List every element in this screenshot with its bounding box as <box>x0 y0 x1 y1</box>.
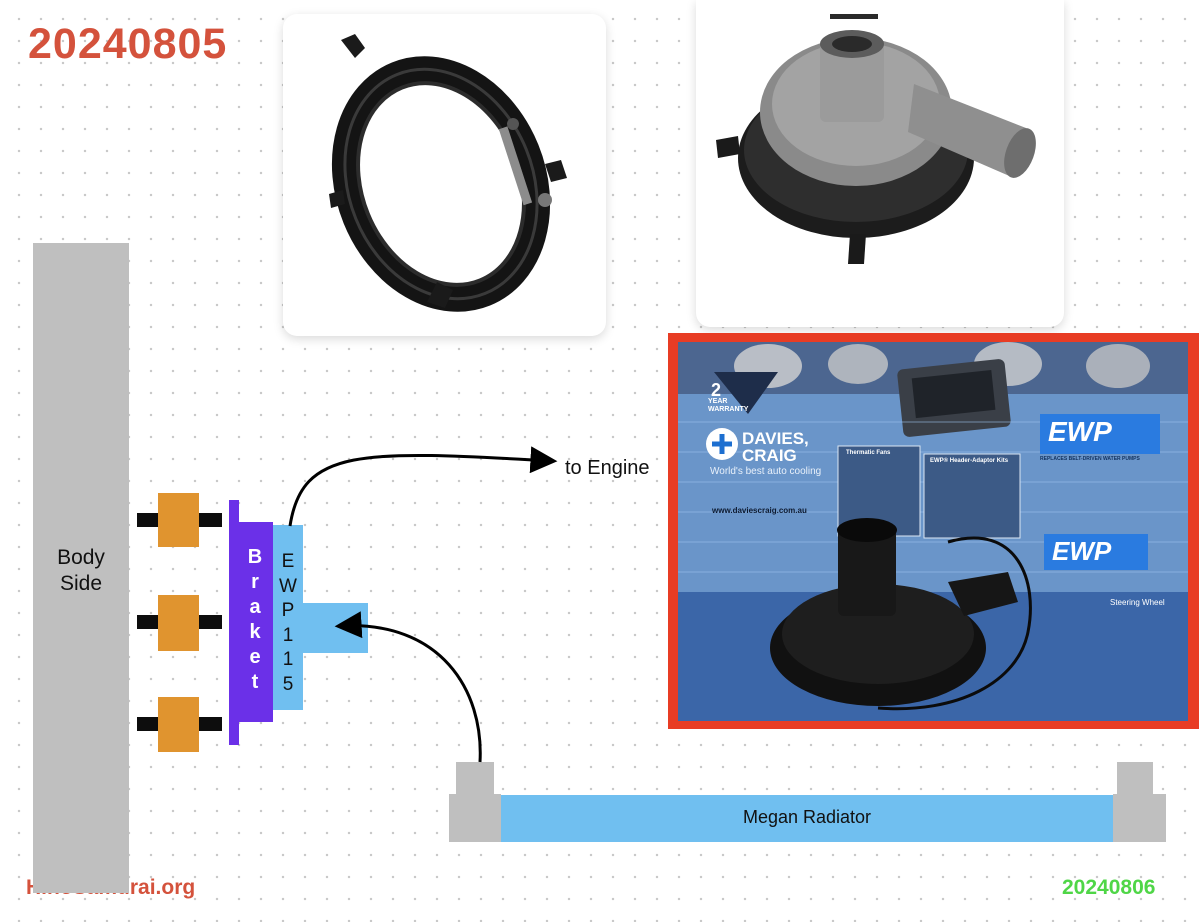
bracket-letter: r <box>251 571 259 593</box>
ewp-letter: W <box>279 575 297 597</box>
brand-url: www.daviescraig.com.au <box>712 506 807 515</box>
radiator-tank-left-top <box>456 762 494 796</box>
bracket-body <box>237 522 273 722</box>
ewp-logo-top: EWP <box>1048 416 1112 447</box>
bracket-ring-card <box>283 14 606 336</box>
date-updated: 20240806 <box>1062 876 1156 899</box>
mount-block-top <box>158 493 199 547</box>
ewp-letter: 1 <box>282 624 294 646</box>
davies-craig-logo: DAVIES, CRAIG <box>742 430 809 464</box>
ewp-letter: 5 <box>282 673 294 695</box>
bracket-letter: B <box>247 546 263 568</box>
ewp-logo-bottom: EWP <box>1052 536 1112 566</box>
body-side-line1: Body <box>57 546 105 569</box>
brand-tagline: World's best auto cooling <box>710 466 822 477</box>
ewp-pump-body <box>273 525 303 710</box>
body-side-line2: Side <box>59 572 103 595</box>
radiator-tank-right <box>1113 794 1166 842</box>
ewp-letter: P <box>281 600 295 621</box>
brand-line1: DAVIES, <box>742 429 809 448</box>
ewp-letter: 1 <box>282 649 294 670</box>
bracket-letter: e <box>249 646 261 668</box>
body-side-pillar <box>33 243 129 893</box>
product-photo: 2 YEAR WARRANTY DAVIES, CRAIG World's be… <box>678 342 1188 721</box>
bracket-letter: a <box>249 596 261 618</box>
bracket-letter: k <box>249 621 261 643</box>
bracket-label: B r a k e t <box>237 545 273 695</box>
steering-wheel-label: Steering Wheel <box>1110 598 1165 607</box>
arrow-to-engine <box>288 446 558 527</box>
water-pump-card <box>696 0 1064 327</box>
radiator-label: Megan Radiator <box>742 807 872 827</box>
water-pump-image <box>716 14 1036 264</box>
brand-line2: CRAIG <box>742 446 797 465</box>
ewp-letter: E <box>281 551 295 572</box>
warranty-text: YEAR WARRANTY <box>708 398 749 413</box>
arrow-from-radiator <box>334 611 482 763</box>
bracket-plate <box>229 500 239 745</box>
bracket-letter: t <box>251 671 259 693</box>
warranty-number: 2 <box>711 380 722 400</box>
radiator-tank-left <box>449 794 501 842</box>
bracket-ring-image <box>329 34 567 312</box>
radiator-core <box>501 795 1113 842</box>
header-kit-label: EWP® Header-Adaptor Kits <box>930 458 1009 464</box>
radiator-tank-right-top <box>1117 762 1153 796</box>
replaces-text: REPLACES BELT-DRIVEN WATER PUMPS <box>1040 456 1140 462</box>
body-side-label: Body Side <box>33 545 129 597</box>
date-title: 20240805 <box>28 20 228 68</box>
ewp-label: E W P 1 1 5 <box>273 550 303 697</box>
to-engine-label: to Engine <box>565 457 650 479</box>
thermatic-fans-label: Thermatic Fans <box>846 450 891 456</box>
mount-block-middle <box>158 595 199 651</box>
mount-block-bottom <box>158 697 199 752</box>
product-box-scene <box>678 342 1188 721</box>
